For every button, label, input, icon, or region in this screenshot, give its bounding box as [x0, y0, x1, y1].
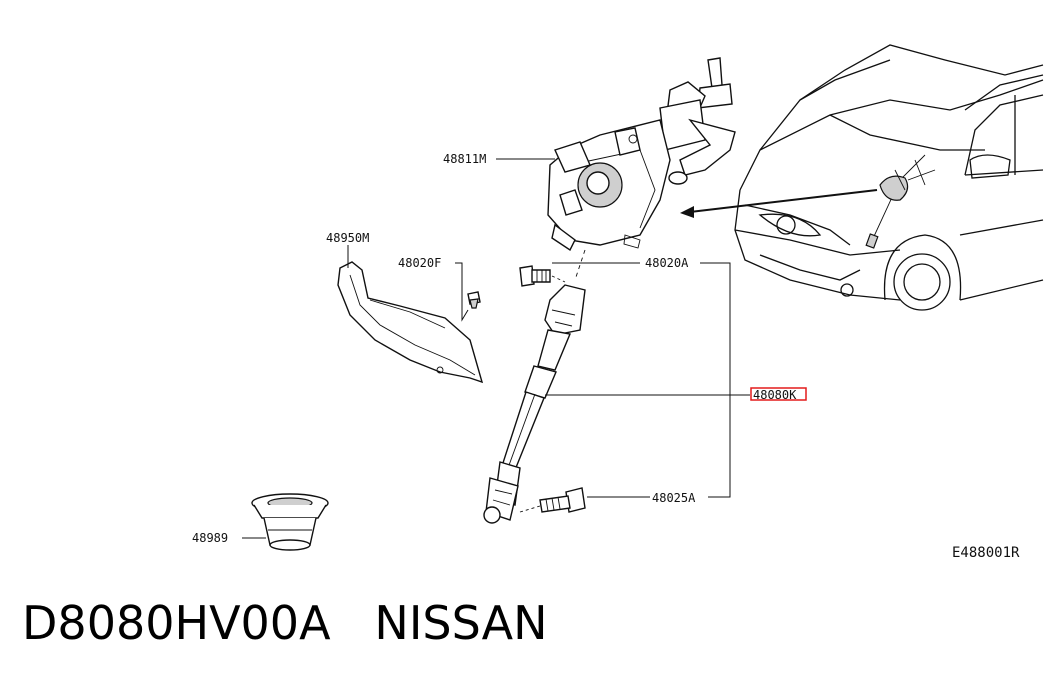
label-48811M: 48811M	[443, 152, 486, 166]
highlight-box	[750, 387, 807, 401]
pointer-arrow	[680, 189, 878, 218]
bolt-48025A	[519, 487, 586, 513]
bolt-48020A	[519, 265, 566, 287]
part-number: D8080HV00A	[22, 596, 331, 650]
clip-48020F	[467, 291, 481, 309]
diagram-code: E488001R	[952, 545, 1020, 561]
car-illustration	[734, 44, 1044, 311]
column-cover	[337, 261, 484, 384]
boot-48989	[251, 493, 329, 551]
brand-name: NISSAN	[374, 596, 548, 650]
steering-column-upper	[547, 57, 736, 252]
label-48020F: 48020F	[398, 256, 441, 270]
label-48025A: 48025A	[652, 491, 696, 505]
caption: D8080HV00A NISSAN	[22, 596, 548, 650]
intermediate-shaft	[483, 284, 586, 524]
label-48020A: 48020A	[645, 256, 689, 270]
label-48989: 48989	[192, 531, 228, 545]
label-48950M: 48950M	[326, 231, 369, 245]
label-48080K[interactable]: 48080K	[753, 388, 797, 402]
leader-lines	[242, 158, 750, 539]
